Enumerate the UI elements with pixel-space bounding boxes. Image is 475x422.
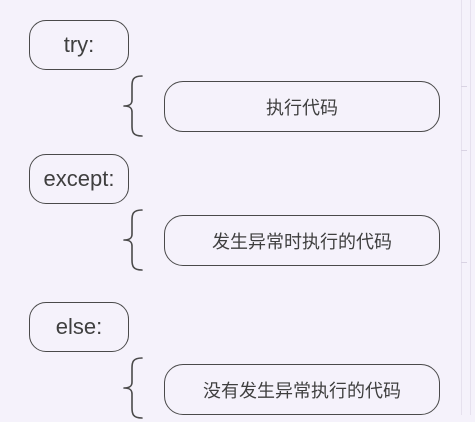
- keyword-node-try[interactable]: try:: [29, 20, 129, 70]
- guide-tick: [461, 150, 467, 151]
- description-label: 发生异常时执行的代码: [212, 231, 392, 253]
- guide-tick: [461, 86, 467, 87]
- keyword-label: try:: [63, 32, 95, 57]
- description-label: 执行代码: [266, 97, 338, 119]
- curly-brace-icon: [123, 75, 143, 137]
- guide-tick: [461, 262, 467, 263]
- description-node-else[interactable]: 没有发生异常执行的代码: [164, 364, 440, 415]
- description-label: 没有发生异常执行的代码: [203, 380, 401, 402]
- description-node-except[interactable]: 发生异常时执行的代码: [164, 215, 440, 266]
- keyword-label: else:: [55, 314, 103, 339]
- keyword-node-else[interactable]: else:: [29, 302, 129, 352]
- scroll-guide-line: [470, 0, 471, 415]
- scroll-guide-line: [461, 0, 462, 415]
- keyword-node-except[interactable]: except:: [29, 154, 129, 204]
- curly-brace-icon: [123, 357, 143, 419]
- curly-brace-icon: [123, 209, 143, 271]
- keyword-label: except:: [43, 166, 115, 191]
- description-node-try[interactable]: 执行代码: [164, 81, 440, 132]
